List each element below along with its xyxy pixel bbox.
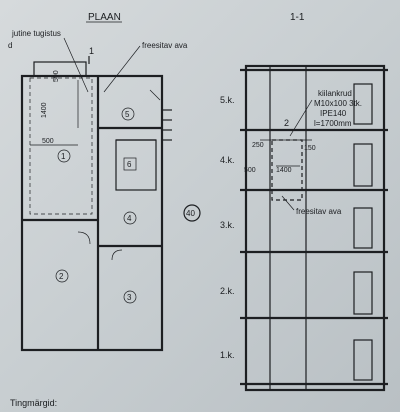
beam-label-1: kiilankrud	[318, 89, 352, 98]
section-opening-label: freesitav ava	[296, 207, 342, 216]
section-title: 1-1	[290, 12, 305, 23]
support-outline	[29, 77, 93, 215]
opening-label: freesitav ava	[142, 41, 188, 50]
section-cut-mark: 1	[89, 46, 94, 56]
section-frame	[244, 64, 386, 392]
dim-1400: 1400	[276, 167, 292, 174]
axis-badge-label: 40	[186, 209, 195, 218]
floor-plan: PLAAN 1 500 1400 500 jutine tugi	[8, 12, 201, 352]
room-1: 1	[61, 152, 66, 161]
room-2: 2	[59, 272, 64, 281]
balcony-outline	[33, 61, 87, 77]
outer-walls	[20, 74, 164, 352]
dim-500-top: 500	[53, 70, 60, 82]
section-mark-2: 2	[284, 118, 289, 128]
room-6: 6	[127, 160, 132, 169]
beam-label-3: IPE140	[320, 109, 347, 118]
plan-title: PLAAN	[88, 12, 121, 23]
floor-label-4: 4.k.	[220, 155, 235, 165]
dim-500-side: 500	[42, 138, 54, 145]
floor-label-1: 1.k.	[220, 350, 235, 360]
bathroom	[115, 139, 157, 191]
legend-title: Tingmärgid:	[10, 398, 57, 408]
beam-label-4: l=1700mm	[314, 119, 352, 128]
room-5: 5	[125, 110, 130, 119]
axis-badge	[183, 204, 201, 222]
floor-label-3: 3.k.	[220, 220, 235, 230]
cut-left-label: d	[8, 41, 12, 50]
dim-250: 250	[252, 142, 264, 149]
room-3: 3	[127, 293, 132, 302]
building-section: 1-1 kiilankrud M10x100 3tk. IPE140 l=170…	[220, 12, 388, 392]
floor-label-2: 2.k.	[220, 286, 235, 296]
floor-label-5: 5.k.	[220, 95, 235, 105]
dim-150: 150	[304, 145, 316, 152]
dim-1400: 1400	[41, 102, 48, 118]
beam-label-2: M10x100 3tk.	[314, 99, 362, 108]
dim-500: 500	[244, 167, 256, 174]
support-label: jutine tugistus	[11, 29, 61, 38]
room-4: 4	[127, 214, 132, 223]
